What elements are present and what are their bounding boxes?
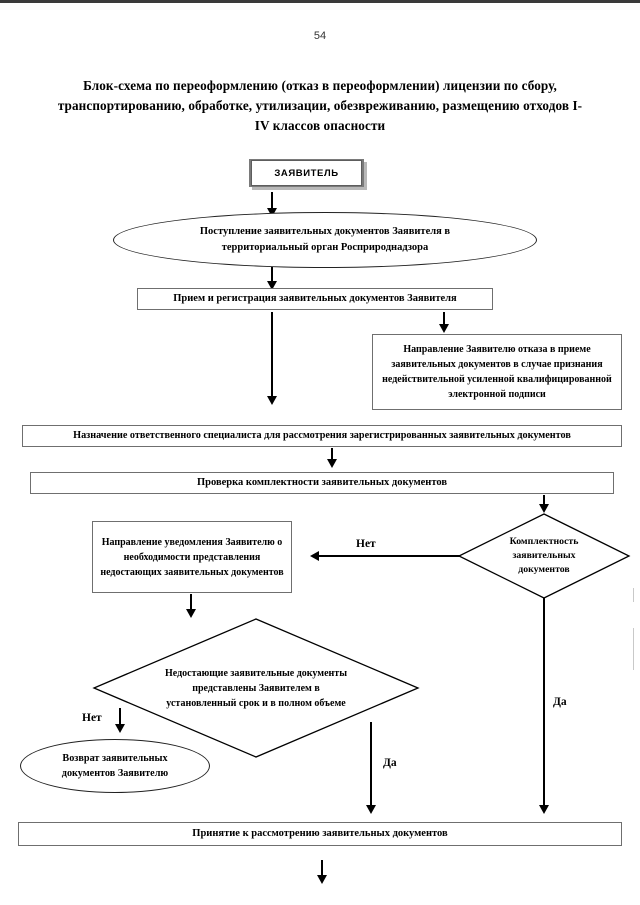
node-registration: Прием и регистрация заявительных докумен… [137,288,493,310]
connector-registration-assign [271,312,273,399]
arrowhead-notification-missing [186,609,196,618]
node-completeness-decision: Комплектность заявительных документов [457,513,631,599]
edge-label-missing-no: Нет [82,712,102,724]
arrowhead-assign-check [327,459,337,468]
node-assign-specialist: Назначение ответственного специалиста дл… [22,425,622,447]
node-missing-docs-decision-label: Недостающие заявительные документы предс… [164,667,348,709]
connector-completeness-yes [543,598,545,808]
edge-label-missing-yes: Да [383,757,397,769]
connector-submission-registration [271,267,273,285]
node-acceptance-label: Принятие к рассмотрению заявительных док… [192,828,448,839]
connector-missing-yes [370,722,372,808]
node-completeness-decision-label: Комплектность заявительных документов [509,536,579,575]
node-applicant-label: ЗАЯВИТЕЛЬ [274,167,339,179]
connector-acceptance-next [321,860,323,878]
node-completeness-check-label: Проверка комплектности заявительных доку… [196,477,448,488]
node-registration-label: Прием и регистрация заявительных докумен… [173,293,457,304]
node-submission: Поступление заявительных документов Заяв… [113,212,537,268]
arrowhead-acceptance-next [317,875,327,884]
node-acceptance: Принятие к рассмотрению заявительных док… [18,822,622,846]
page-title: Блок-схема по переоформлению (отказ в пе… [57,78,583,133]
node-notification: Направление уведомления Заявителю о необ… [92,521,292,593]
connector-applicant-submission [271,192,273,212]
connector-completeness-no [318,555,460,557]
connector-assign-check [331,448,333,462]
arrowhead-check-decision [539,504,549,513]
page-number: 54 [313,30,327,42]
node-submission-label: Поступление заявительных документов Заяв… [199,226,451,253]
scan-artifact-right-upper [633,588,634,602]
node-completeness-check: Проверка комплектности заявительных доку… [30,472,614,494]
arrowhead-completeness-no [310,551,319,561]
edge-label-completeness-no: Нет [356,538,376,550]
arrowhead-registration-assign [267,396,277,405]
connector-check-decision [543,495,545,507]
arrowhead-registration-refusal [439,324,449,333]
arrowhead-missing-no [115,724,125,733]
node-notification-label: Направление уведомления Заявителю о необ… [100,536,284,578]
edge-label-completeness-yes: Да [553,696,567,708]
diamond-shape [92,618,420,758]
node-applicant: ЗАЯВИТЕЛЬ [249,159,364,187]
node-return-docs-label: Возврат заявительных документов Заявител… [61,753,169,779]
arrowhead-completeness-yes [539,805,549,814]
arrowhead-missing-yes [366,805,376,814]
scan-artifact-right-lower [633,628,634,670]
node-missing-docs-decision: Недостающие заявительные документы предс… [92,618,420,758]
node-refusal-signature-label: Направление Заявителю отказа в приеме за… [382,344,612,400]
scan-top-edge [0,0,640,3]
connector-registration-refusal [443,312,445,328]
connector-notification-missing [190,594,192,612]
node-refusal-signature: Направление Заявителю отказа в приеме за… [372,334,622,410]
connector-missing-no [119,708,121,728]
node-assign-specialist-label: Назначение ответственного специалиста дл… [73,430,571,441]
node-return-docs: Возврат заявительных документов Заявител… [20,739,210,793]
arrowhead-submission-registration [267,281,277,290]
